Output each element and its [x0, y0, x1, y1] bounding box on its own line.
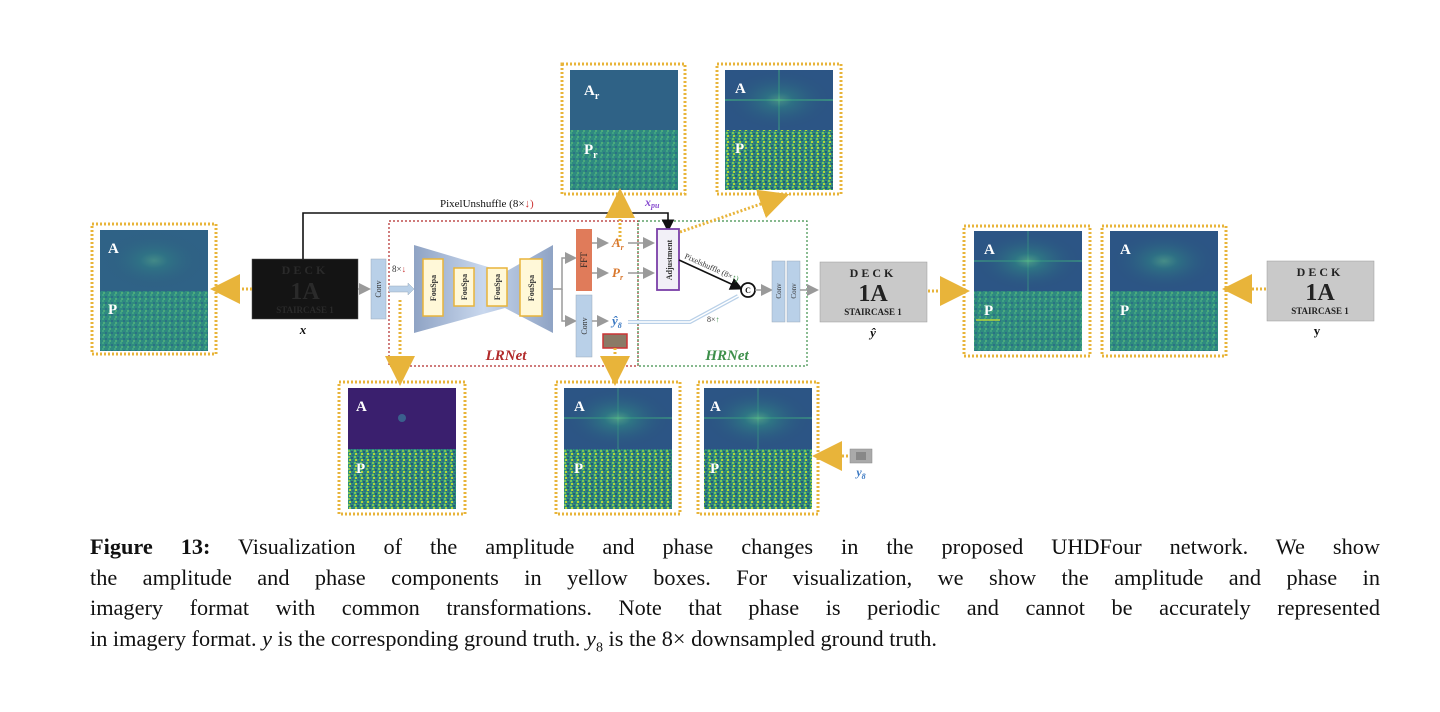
lr-output-thumbnail [602, 333, 628, 349]
amplitude-label: Ar [584, 83, 600, 102]
svg-text:STAIRCASE 1: STAIRCASE 1 [1291, 306, 1349, 316]
fft-block [576, 229, 592, 291]
spectrum-panel-lr-output: A P [554, 380, 682, 516]
conv-block-hr-2 [786, 260, 801, 323]
phase-label: P [574, 461, 583, 477]
phase-label: P [735, 141, 744, 157]
phase-label: P [1120, 303, 1129, 319]
fouspa-block: FouSpa [519, 258, 543, 317]
lrnet-label: LRNet [485, 348, 528, 364]
y8-label: y8 [854, 465, 865, 481]
pixel-unshuffle-path [302, 212, 675, 259]
svg-text:1A: 1A [858, 281, 888, 307]
input-label: x [299, 322, 307, 337]
architecture-diagram: A P A P Ar Pr A P A P [90, 62, 1375, 516]
svg-text:FouSpa: FouSpa [429, 275, 438, 301]
pixelshuffle-label: Pixelshuffle (8×↑) [683, 252, 740, 284]
x-pu-label: xpu [644, 195, 660, 210]
svg-text:FouSpa: FouSpa [527, 275, 536, 301]
svg-text:Conv: Conv [775, 283, 783, 299]
svg-text:1A: 1A [1305, 280, 1335, 306]
figure-caption: Figure 13: Visualization of the amplitud… [90, 532, 1380, 663]
spectrum-panel-output: A P [962, 224, 1092, 358]
svg-text:FFT: FFT [579, 252, 589, 268]
hrnet-label: HRNet [704, 348, 749, 364]
phase-label: P [710, 461, 719, 477]
spectrum-panel-reconstructed: Ar Pr [560, 62, 687, 196]
svg-text:Conv: Conv [374, 280, 383, 297]
y8-hat-label: ŷ8 [610, 313, 622, 330]
caption-line-4: in imagery format. y is the correspondin… [90, 625, 937, 655]
output-label: ŷ [868, 325, 876, 340]
phase-r-label: Pr [612, 265, 624, 282]
svg-text:1A: 1A [290, 279, 320, 305]
conv-block-input [370, 258, 387, 320]
ground-truth-image: DECK 1A STAIRCASE 1 [1266, 260, 1375, 322]
fouspa-block: FouSpa [422, 258, 444, 317]
amplitude-label: A [574, 399, 585, 415]
phase-label: P [108, 302, 117, 318]
caption-line-3: imagery format with common transformatio… [90, 595, 1380, 620]
phase-label: P [356, 461, 365, 477]
ground-truth-label: y [1314, 323, 1321, 338]
y8-thumbnail [849, 448, 873, 464]
lrnet-region [388, 220, 639, 367]
output-image: DECK 1A STAIRCASE 1 [819, 261, 928, 323]
amplitude-label: A [356, 399, 367, 415]
fouspa-encoder-decoder [414, 245, 553, 333]
svg-text:Conv: Conv [790, 283, 798, 299]
conv-block-hr-1 [771, 260, 786, 323]
caption-line-1: Figure 13: Visualization of the amplitud… [90, 534, 1380, 559]
svg-text:STAIRCASE 1: STAIRCASE 1 [276, 305, 334, 315]
caption-line-2: the amplitude and phase components in ye… [90, 564, 1380, 590]
phase-label: Pr [584, 142, 598, 161]
upsample-label: 8×↑ [707, 315, 720, 324]
spectrum-panel-downsampled: A P [337, 380, 467, 516]
spectrum-panel-pixel-unshuffle: A P [715, 62, 843, 196]
input-image: DECK 1A STAIRCASE 1 [251, 258, 359, 320]
fouspa-block: FouSpa [453, 267, 475, 307]
svg-text:FouSpa: FouSpa [460, 274, 469, 300]
amplitude-r-label: Ar [611, 235, 625, 252]
svg-text:Conv: Conv [580, 317, 589, 334]
pixel-unshuffle-label: PixelUnshuffle (8×↓) [440, 198, 534, 210]
svg-text:DECK: DECK [1297, 265, 1344, 279]
amplitude-label: A [735, 81, 746, 97]
svg-text:DECK: DECK [850, 266, 897, 280]
amplitude-label: A [1120, 242, 1131, 258]
amplitude-label: A [710, 399, 721, 415]
spectrum-panel-ground-truth: A P [1100, 224, 1228, 358]
svg-text:Adjustment: Adjustment [665, 239, 674, 280]
spectrum-panel-y8: A P [696, 380, 820, 516]
svg-text:C: C [745, 286, 751, 295]
svg-text:STAIRCASE 1: STAIRCASE 1 [844, 307, 902, 317]
figure-label: Figure 13: [90, 534, 211, 559]
svg-text:FouSpa: FouSpa [493, 274, 502, 300]
amplitude-label: A [984, 242, 995, 258]
spectrum-panel-input: A P [90, 222, 218, 356]
downsample-label: 8×↓ [392, 264, 406, 274]
visualization-connectors [210, 188, 1266, 471]
fouspa-block: FouSpa [486, 267, 508, 307]
adjustment-block [656, 228, 680, 291]
conv-block-lr [575, 294, 593, 358]
amplitude-label: A [108, 241, 119, 257]
phase-label: P [984, 303, 993, 319]
svg-text:DECK: DECK [282, 263, 329, 277]
